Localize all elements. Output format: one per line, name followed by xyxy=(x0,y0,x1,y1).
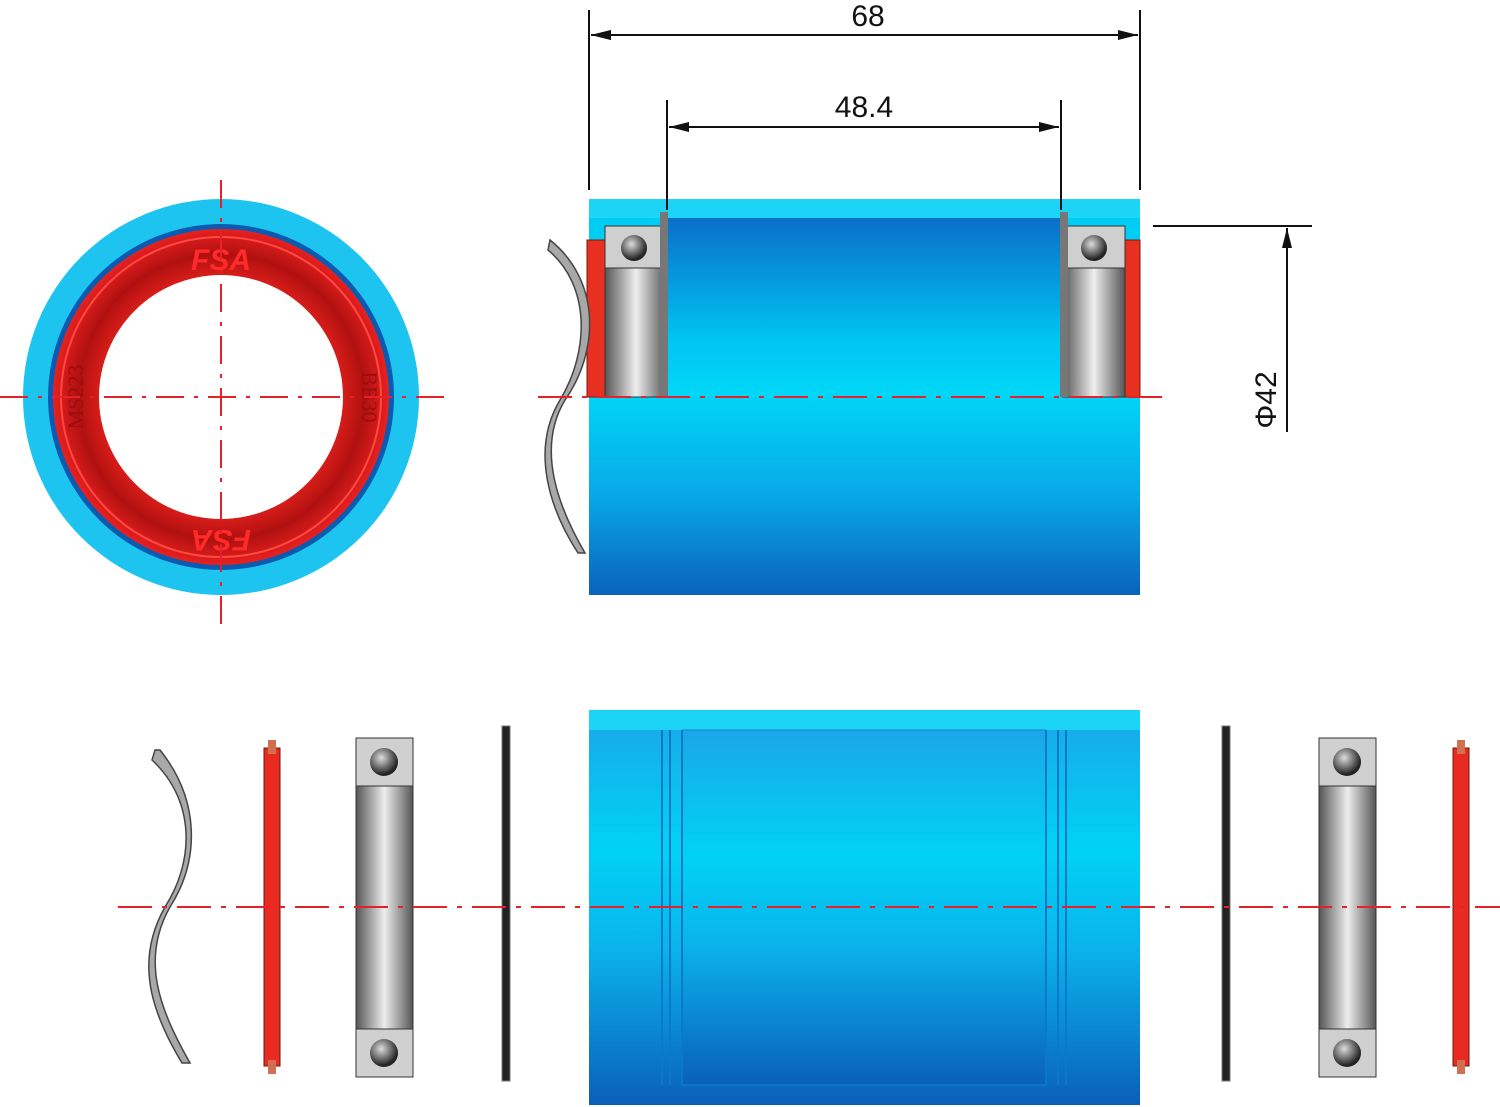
left-wave-washer xyxy=(148,749,193,1064)
dimension-label-diameter: Φ42 xyxy=(1250,371,1283,428)
dimension-label-68: 68 xyxy=(851,0,884,33)
assembled-section-view xyxy=(538,199,1165,595)
dimension-68: 68 xyxy=(588,0,1141,190)
left-shim xyxy=(501,725,511,1082)
shell-lower-half xyxy=(589,397,1140,595)
left-bearing-section xyxy=(586,212,668,398)
dimension-label-48-4: 48.4 xyxy=(835,91,893,124)
dimension-diameter-42: Φ42 xyxy=(1153,225,1312,432)
exploded-view xyxy=(118,710,1500,1105)
front-view-ring: FSA FSA MS223 BB30 xyxy=(0,180,446,625)
right-bearing-section xyxy=(1060,212,1141,398)
right-bearing xyxy=(1318,737,1377,1078)
right-shim xyxy=(1221,725,1231,1082)
dimension-48-4: 48.4 xyxy=(666,91,1062,210)
